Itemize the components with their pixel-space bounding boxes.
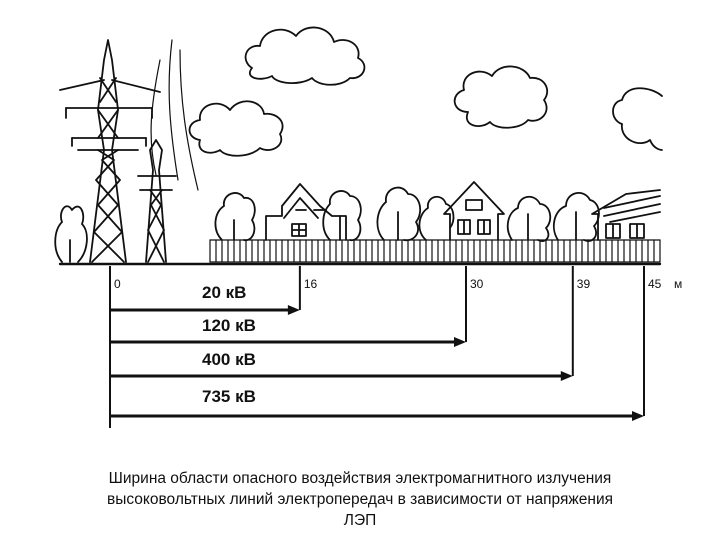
scale-tick-label: 39 bbox=[577, 277, 591, 291]
tree-icon bbox=[419, 197, 453, 240]
caption-line-2: высоковольтных линий электропередач в за… bbox=[20, 489, 700, 510]
transmission-tower-icon bbox=[60, 40, 160, 262]
zone-arrowhead bbox=[288, 305, 300, 315]
zone-arrowhead bbox=[454, 337, 466, 347]
cloud-icon bbox=[246, 27, 365, 84]
background-illustration bbox=[55, 27, 662, 264]
scale-unit-label: м bbox=[674, 277, 682, 291]
fence bbox=[210, 240, 660, 262]
scale-tick-label: 0 bbox=[114, 277, 121, 291]
zone-arrows: 20 кВ 120 кВ 400 кВ 735 кВ bbox=[110, 283, 644, 421]
zone-voltage-label: 20 кВ bbox=[202, 283, 246, 302]
distance-scale: 0 16 30 39 45 м bbox=[110, 266, 682, 428]
house-icon bbox=[592, 190, 660, 240]
tree-icon bbox=[377, 188, 420, 241]
power-line-scene: 0 16 30 39 45 м 20 кВ 120 кВ 400 кВ 735 кВ bbox=[0, 0, 720, 460]
caption-line-1: Ширина области опасного воздействия элек… bbox=[20, 468, 700, 489]
zone-voltage-label: 120 кВ bbox=[202, 316, 256, 335]
zone-voltage-label: 400 кВ bbox=[202, 350, 256, 369]
zone-arrowhead bbox=[561, 371, 573, 381]
scale-tick-label: 30 bbox=[470, 277, 484, 291]
cloud-icon bbox=[190, 101, 283, 155]
scale-tick-label: 45 bbox=[648, 277, 662, 291]
cloud-icon bbox=[613, 88, 662, 150]
figure-caption: Ширина области опасного воздействия элек… bbox=[20, 468, 700, 531]
tree-icon bbox=[508, 197, 551, 241]
zone-arrowhead bbox=[632, 411, 644, 421]
power-cables bbox=[151, 40, 198, 190]
scale-tick-label: 16 bbox=[304, 277, 318, 291]
zone-voltage-label: 735 кВ bbox=[202, 387, 256, 406]
caption-line-3: ЛЭП bbox=[20, 510, 700, 531]
tree-icon bbox=[215, 193, 254, 240]
tree-icon bbox=[554, 193, 599, 241]
transmission-tower-small-icon bbox=[138, 140, 176, 262]
tree-icon bbox=[55, 206, 87, 262]
cloud-icon bbox=[455, 66, 548, 127]
